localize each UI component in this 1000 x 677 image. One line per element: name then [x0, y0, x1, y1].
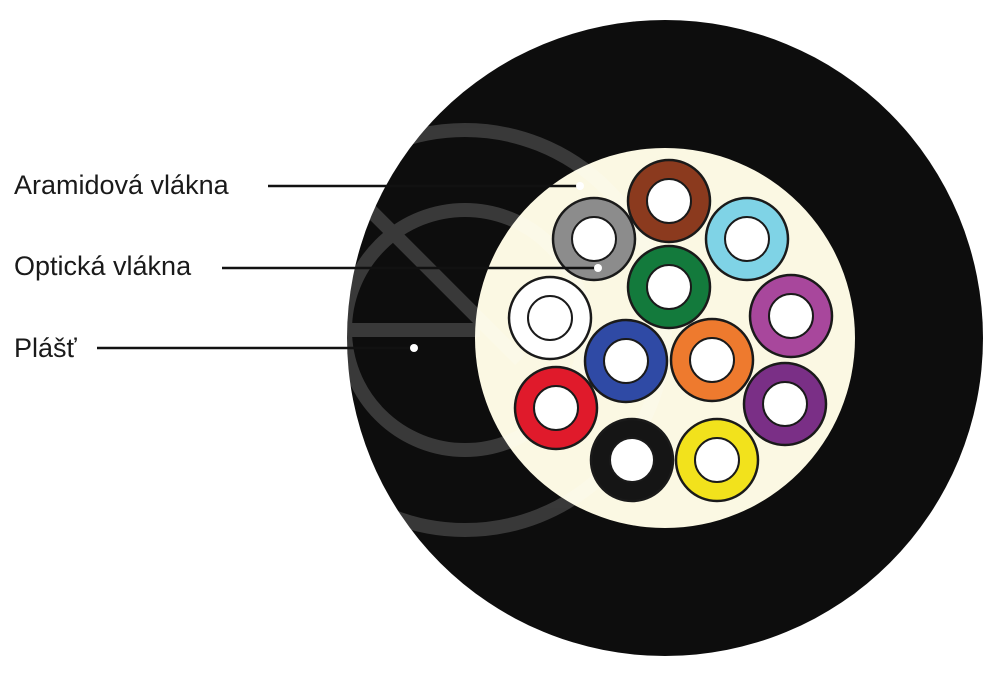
- fiber-brown-core: [646, 178, 692, 224]
- label-optical-fibers: Optická vlákna: [14, 251, 192, 281]
- label-aramid-fibers: Aramidová vlákna: [14, 170, 229, 200]
- fiber-green-core: [646, 264, 692, 310]
- fiber-cyan-core: [724, 216, 770, 262]
- fiber-orange: [669, 317, 755, 403]
- sheath-leader-dot: [410, 344, 418, 352]
- leader-lines: [97, 182, 602, 352]
- aramid-leader-dot: [576, 182, 584, 190]
- fiber-white-core: [527, 295, 573, 341]
- fiber-cyan: [704, 196, 790, 282]
- fiber-purple-core: [762, 381, 808, 427]
- optical-fibers: [507, 158, 834, 503]
- label-sheath: Plášť: [14, 333, 77, 363]
- fiber-yellow: [674, 417, 760, 503]
- fiber-red-core: [533, 385, 579, 431]
- fiber-black-core: [609, 437, 655, 483]
- fiber-purple: [742, 361, 828, 447]
- fiber-violet: [748, 273, 834, 359]
- fiber-blue-core: [603, 338, 649, 384]
- fiber-brown: [626, 158, 712, 244]
- optical-leader-dot: [594, 264, 602, 272]
- fiber-grey-core: [571, 216, 617, 262]
- fiber-blue: [583, 318, 669, 404]
- fiber-green: [626, 244, 712, 330]
- fiber-black: [589, 417, 675, 503]
- fiber-yellow-core: [694, 437, 740, 483]
- fiber-grey: [551, 196, 637, 282]
- fiber-white: [507, 275, 593, 361]
- fiber-violet-core: [768, 293, 814, 339]
- fiber-orange-core: [689, 337, 735, 383]
- fiber-red: [513, 365, 599, 451]
